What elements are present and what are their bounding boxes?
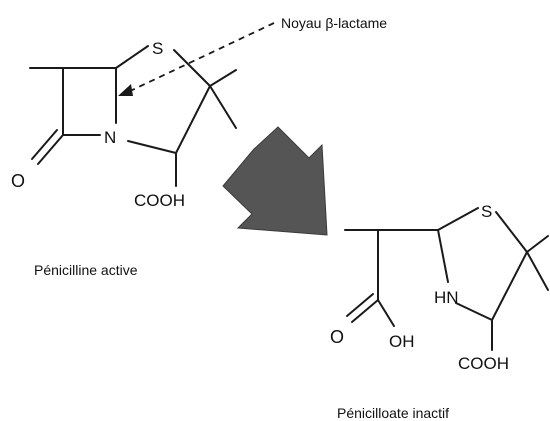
callout-beta-lactam: Noyau β-lactame bbox=[118, 15, 387, 96]
penicilloate-caption: Pénicilloate inactif bbox=[337, 405, 449, 421]
atom-oxygen: O bbox=[11, 171, 25, 191]
atom-p-hydroxyl: OH bbox=[389, 332, 415, 351]
bond-s-to-c bbox=[173, 49, 211, 87]
atom-carboxyl: COOH bbox=[134, 191, 185, 210]
penicillin-molecule: S N O COOH bbox=[11, 39, 237, 210]
callout-label: Noyau β-lactame bbox=[281, 15, 387, 31]
atom-p-carboxyl: COOH bbox=[458, 354, 509, 373]
bond-p-c-to-c bbox=[491, 251, 528, 321]
bond-methyl-b bbox=[209, 85, 237, 129]
bond-p-c-to-n bbox=[437, 229, 449, 283]
bond-p-methyl-a bbox=[526, 235, 549, 253]
bond-p-s-to-c bbox=[495, 211, 528, 253]
bond-p-methyl-b bbox=[526, 251, 549, 291]
bond-carbonyl-1 bbox=[37, 134, 64, 165]
bond-p-ring-to-s bbox=[437, 207, 479, 231]
bond-n-to-c bbox=[127, 140, 177, 154]
bond-methyl-a bbox=[209, 69, 237, 87]
callout-arrowhead bbox=[118, 84, 133, 96]
bond-carbonyl-2 bbox=[31, 129, 58, 160]
atom-nitrogen: N bbox=[104, 128, 116, 147]
reaction-arrow bbox=[222, 126, 328, 236]
atom-p-sulfur: S bbox=[481, 202, 492, 221]
penicilloate-molecule: S HN O OH COOH bbox=[330, 202, 549, 373]
bond-c-to-c-cooh bbox=[175, 85, 211, 154]
atom-p-amine: HN bbox=[434, 288, 459, 307]
bond-p-hydroxyl bbox=[377, 299, 395, 327]
bond-ring-to-s bbox=[115, 45, 149, 69]
callout-dashed-arrow bbox=[127, 22, 275, 93]
atom-sulfur: S bbox=[152, 39, 163, 58]
atom-p-oxygen: O bbox=[330, 327, 344, 347]
bond-p-carbonyl-2 bbox=[346, 293, 374, 317]
bond-p-n-to-c bbox=[455, 302, 493, 321]
bond-p-carbonyl-1 bbox=[351, 299, 379, 323]
penicillin-caption: Pénicilline active bbox=[34, 262, 138, 278]
